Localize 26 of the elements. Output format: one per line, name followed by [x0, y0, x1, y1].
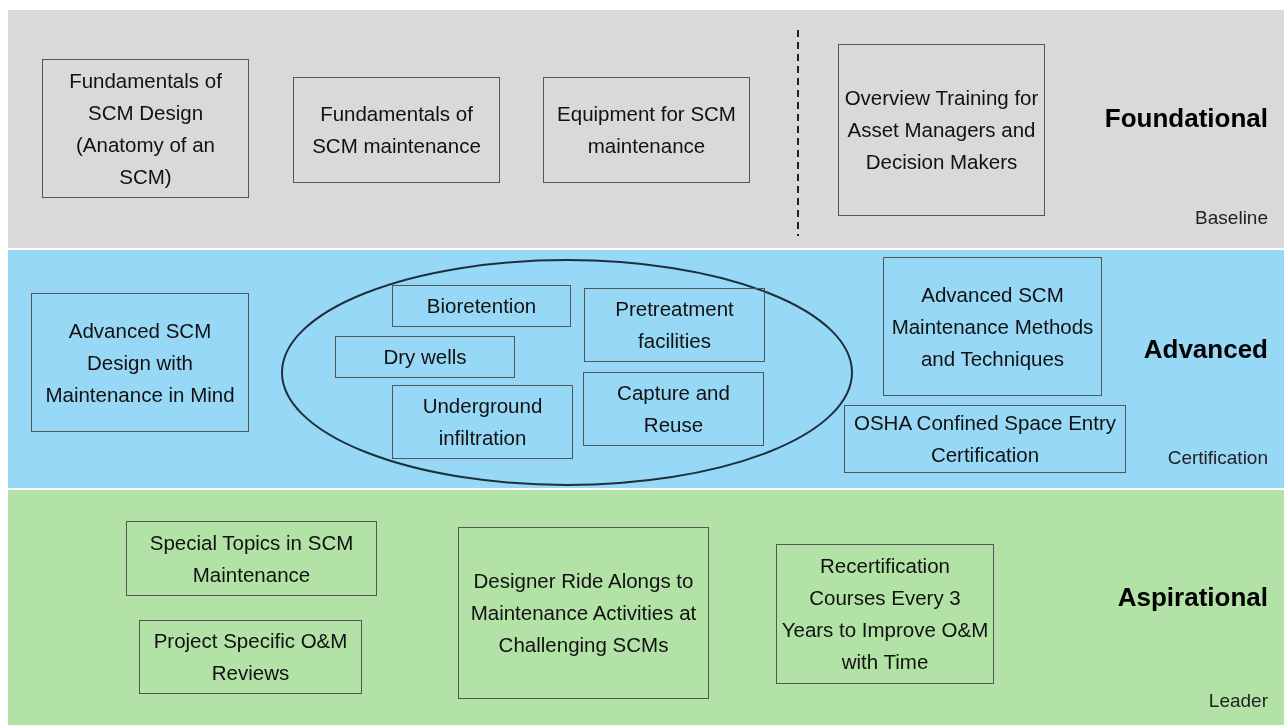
topic-box: Dry wells	[335, 336, 515, 378]
topic-box: Designer Ride Alongs to Maintenance Activities at Challenging SCMs	[458, 527, 709, 699]
tier-heading: Advanced	[1143, 334, 1268, 365]
tier-band	[8, 490, 1284, 725]
topic-box: OSHA Confined Space Entry Certification	[844, 405, 1126, 473]
topic-box: Pretreatment facilities	[584, 288, 765, 362]
tier-heading: Foundational	[1104, 103, 1268, 134]
tier-band	[8, 10, 1284, 248]
topic-box: Bioretention	[392, 285, 571, 327]
topic-box: Special Topics in SCM Maintenance	[126, 521, 377, 596]
tier-subheading: Baseline	[1195, 207, 1268, 229]
tier-band	[8, 250, 1284, 488]
topic-box: Fundamentals of SCM maintenance	[293, 77, 500, 183]
tier-subheading: Certification	[1167, 447, 1268, 469]
ellipse-outline	[281, 259, 853, 486]
topic-box: Capture and Reuse	[583, 372, 764, 446]
tier-subheading: Leader	[1208, 690, 1268, 712]
topic-box: Equipment for SCM maintenance	[543, 77, 750, 183]
topic-box: Underground infiltration	[392, 385, 573, 459]
topic-box: Advanced SCM Maintenance Methods and Techniques	[883, 257, 1102, 396]
topic-box: Fundamentals of SCM Design (Anatomy of an SCM)	[42, 59, 249, 198]
topic-box: Project Specific O&M Reviews	[139, 620, 362, 694]
topic-box: Advanced SCM Design with Maintenance in Mind	[31, 293, 249, 432]
topic-box: Overview Training for Asset Managers and Decision Makers	[838, 44, 1045, 216]
tier-heading: Aspirational	[1117, 582, 1268, 613]
topic-box: Recertification Courses Every 3 Years to Improve O&M with Time	[776, 544, 994, 684]
